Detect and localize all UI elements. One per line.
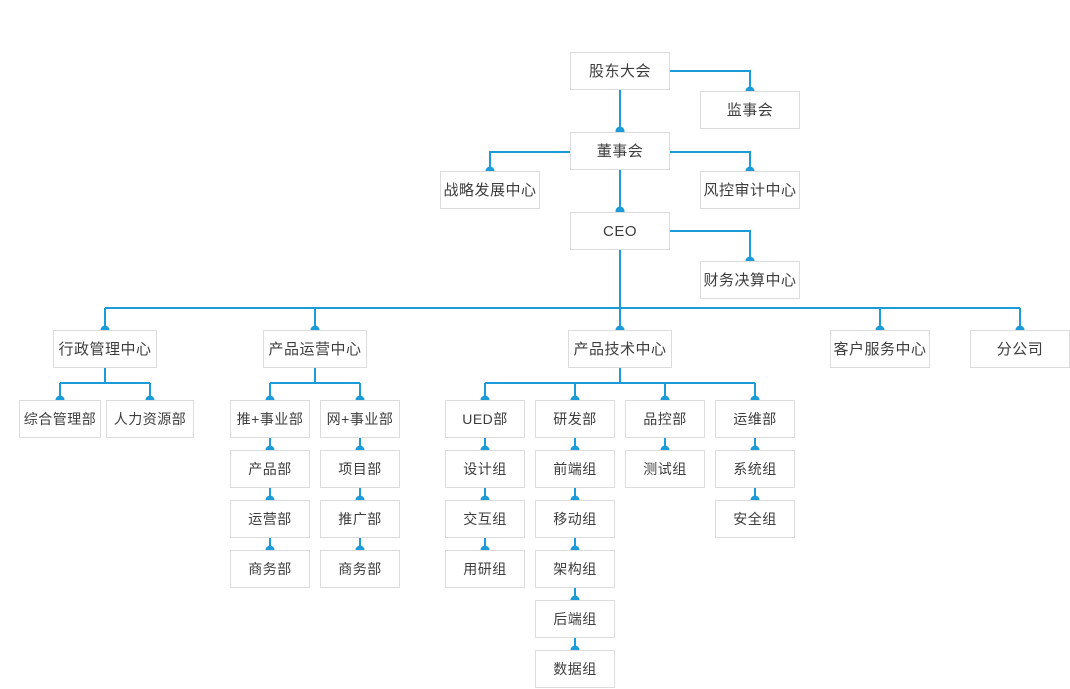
node-quality-control-dept[interactable]: 品控部 [625, 400, 705, 438]
node-tui-business-unit[interactable]: 推+事业部 [230, 400, 310, 438]
node-architecture-group[interactable]: 架构组 [535, 550, 615, 588]
node-risk-control-audit-center[interactable]: 风控审计中心 [700, 171, 800, 209]
node-finance-settlement-center[interactable]: 财务决算中心 [700, 261, 800, 299]
node-product-operation-center[interactable]: 产品运营中心 [263, 330, 367, 368]
node-backend-group[interactable]: 后端组 [535, 600, 615, 638]
node-customer-service-center[interactable]: 客户服务中心 [830, 330, 930, 368]
node-product-dept[interactable]: 产品部 [230, 450, 310, 488]
node-ued-dept[interactable]: UED部 [445, 400, 525, 438]
node-wang-business-unit[interactable]: 网+事业部 [320, 400, 400, 438]
node-system-group[interactable]: 系统组 [715, 450, 795, 488]
node-ceo[interactable]: CEO [570, 212, 670, 250]
node-test-group[interactable]: 测试组 [625, 450, 705, 488]
node-strategy-development-center[interactable]: 战略发展中心 [440, 171, 540, 209]
node-security-group[interactable]: 安全组 [715, 500, 795, 538]
node-operations-maintenance-dept[interactable]: 运维部 [715, 400, 795, 438]
node-promotion-dept[interactable]: 推广部 [320, 500, 400, 538]
node-operation-dept[interactable]: 运营部 [230, 500, 310, 538]
connector-dot [615, 206, 625, 216]
node-project-dept[interactable]: 项目部 [320, 450, 400, 488]
node-human-resources-dept[interactable]: 人力资源部 [106, 400, 194, 438]
node-board-of-directors[interactable]: 董事会 [570, 132, 670, 170]
node-user-research-group[interactable]: 用研组 [445, 550, 525, 588]
node-rd-dept[interactable]: 研发部 [535, 400, 615, 438]
node-mobile-group[interactable]: 移动组 [535, 500, 615, 538]
node-admin-management-center[interactable]: 行政管理中心 [53, 330, 157, 368]
node-business-dept-a[interactable]: 商务部 [230, 550, 310, 588]
node-product-technology-center[interactable]: 产品技术中心 [568, 330, 672, 368]
node-data-group[interactable]: 数据组 [535, 650, 615, 688]
node-shareholders-meeting[interactable]: 股东大会 [570, 52, 670, 90]
connector-dot [615, 126, 625, 136]
node-general-management-dept[interactable]: 综合管理部 [19, 400, 101, 438]
node-supervisory-board[interactable]: 监事会 [700, 91, 800, 129]
node-design-group[interactable]: 设计组 [445, 450, 525, 488]
node-interaction-group[interactable]: 交互组 [445, 500, 525, 538]
node-business-dept-b[interactable]: 商务部 [320, 550, 400, 588]
node-branch-company[interactable]: 分公司 [970, 330, 1070, 368]
node-frontend-group[interactable]: 前端组 [535, 450, 615, 488]
